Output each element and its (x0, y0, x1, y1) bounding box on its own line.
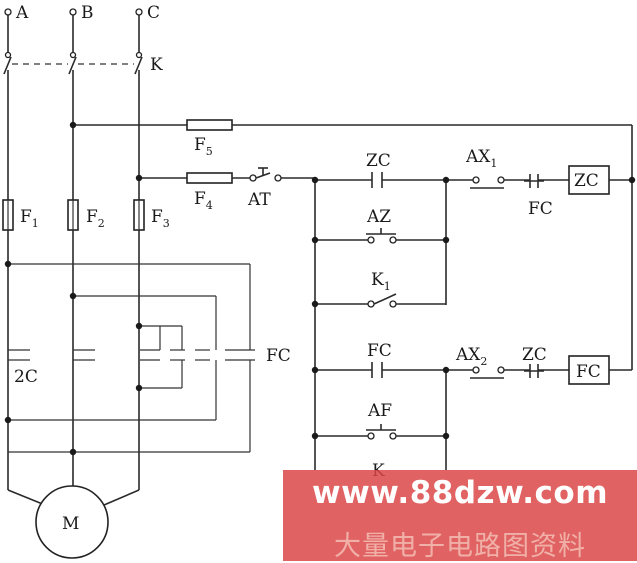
motor (35, 485, 109, 559)
motor-junctions (4, 260, 143, 456)
label-F5: F5 (194, 135, 213, 158)
control-junctions (311, 176, 450, 440)
label-M: M (62, 514, 79, 534)
main-switch-K (3, 51, 143, 200)
label-ZC-coil: ZC (574, 171, 599, 191)
label-C: C (147, 3, 160, 23)
forward-branch (315, 165, 636, 308)
label-FC-contact-top: FC (528, 199, 553, 219)
f5-rail (69, 119, 633, 370)
label-K1: K1 (371, 270, 391, 293)
label-F1: F1 (20, 207, 39, 230)
label-AX1: AX1 (465, 147, 497, 170)
reverse-branch (315, 355, 632, 440)
label-K: K (150, 55, 163, 75)
label-FC-coil: FC (576, 362, 601, 382)
label-AT: AT (247, 190, 271, 210)
label-ZC-contact-top: ZC (366, 151, 391, 171)
phase-lines (7, 14, 140, 52)
label-F2: F2 (86, 207, 105, 230)
label-FC-main: FC (266, 346, 291, 366)
label-AZ: AZ (366, 207, 391, 227)
watermark-text: 大量电子电路图资料 (334, 531, 586, 562)
label-FC-contact-bottom: FC (367, 341, 392, 361)
label-AX2: AX2 (455, 345, 487, 368)
label-AF: AF (367, 401, 392, 421)
label-F3: F3 (151, 207, 170, 230)
label-ZC-contact-bottom: ZC (522, 345, 547, 365)
label-2C: 2C (14, 367, 38, 387)
watermark-band (283, 470, 637, 561)
terminals (4, 8, 143, 16)
label-B: B (81, 3, 94, 23)
fc-main-contacts (8, 263, 255, 453)
label-F4: F4 (194, 189, 213, 212)
watermark-url: www.88dzw.com (312, 475, 608, 511)
f4-at-branch (135, 167, 315, 184)
contactor-2C (8, 349, 95, 361)
label-A: A (15, 3, 29, 23)
